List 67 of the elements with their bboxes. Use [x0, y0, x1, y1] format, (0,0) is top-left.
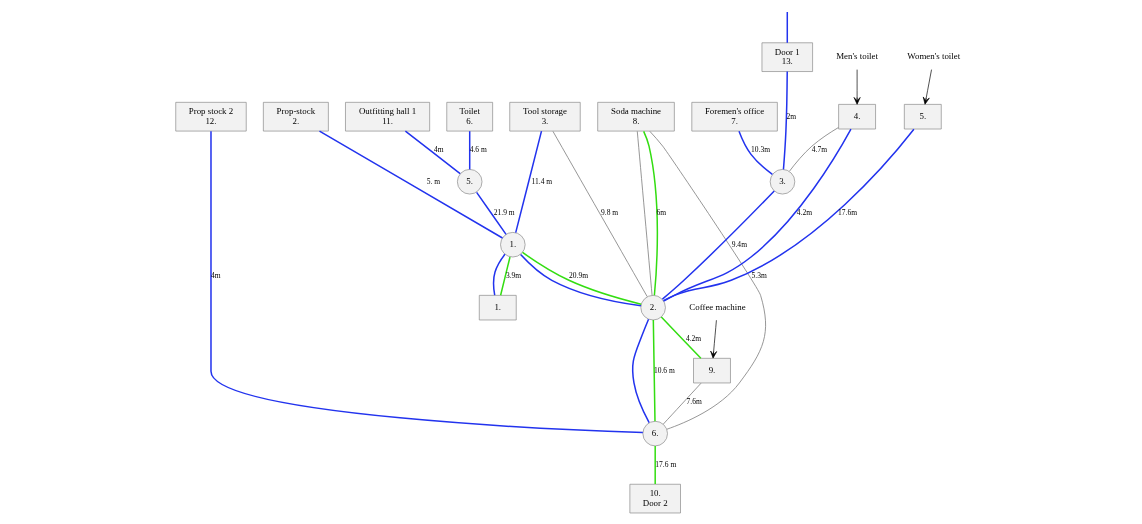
edge-label: 2m: [786, 111, 797, 121]
edge-label: 4m: [434, 145, 444, 155]
connector: [642, 130, 659, 297]
edge-label: 10.3m: [751, 145, 771, 155]
edge-label: 7.6m: [686, 397, 702, 407]
node-box: Outfitting hall 1 11.: [345, 102, 430, 132]
edge-label: 20.9m: [569, 271, 589, 281]
connector: [652, 319, 656, 422]
connector: [654, 445, 656, 485]
node-text: Coffee machine: [689, 301, 746, 312]
edge-label: 4.2m: [796, 208, 813, 218]
connector: [662, 128, 915, 302]
edge-label: 4.2m: [685, 334, 702, 344]
node-box: Door 1 13.: [761, 42, 813, 72]
connector: [661, 190, 775, 300]
arrow: [922, 69, 932, 105]
node-circle: 6.: [642, 420, 668, 447]
connector: [468, 130, 471, 171]
edge-label: 11.4 m: [531, 176, 553, 186]
edge-label: 17.6 m: [655, 460, 677, 469]
node-box: 4.: [838, 104, 876, 130]
edge-label: 21.9 m: [493, 208, 515, 218]
connector: [475, 191, 507, 236]
edge-label: 3.9m: [505, 271, 522, 281]
node-box: 5.: [904, 104, 942, 130]
node-box: Tool storage 3.: [509, 102, 581, 132]
connector: [210, 130, 644, 434]
arrow: [853, 69, 861, 105]
connector: [631, 318, 650, 424]
edge-label: 5.3m: [751, 271, 767, 281]
edge-label: 17.6m: [838, 208, 858, 218]
node-box: 10. Door 2: [629, 483, 681, 514]
node-box: Prop stock 2 12.: [175, 102, 247, 132]
connector: [514, 130, 543, 234]
edge-label: 4.6 m: [469, 145, 487, 155]
node-circle: 1.: [500, 232, 526, 258]
node-box: 1.: [478, 295, 517, 321]
connector: [789, 127, 839, 172]
connector: [660, 316, 702, 360]
edge-label: 9.4m: [731, 239, 747, 249]
node-box: 9.: [693, 357, 731, 384]
node-text: Men's toilet: [836, 51, 878, 62]
connector: [492, 253, 506, 296]
connector: [404, 130, 461, 175]
edge-label: 10.6 m: [653, 365, 675, 375]
connector: [499, 256, 511, 296]
edge-label: 5. m: [426, 176, 441, 186]
node-circle: 3.: [769, 169, 796, 195]
edge-label: 9.8 m: [601, 208, 619, 218]
connector: [662, 382, 702, 425]
node-box: Soda machine 8.: [597, 102, 675, 132]
node-circle: 5.: [457, 169, 483, 195]
node-text: Women's toilet: [907, 51, 961, 62]
connector: [552, 130, 648, 298]
node-box: Prop-stock 2.: [263, 102, 329, 132]
connector: [662, 128, 852, 302]
arrow: [710, 319, 718, 359]
connector: [318, 130, 504, 239]
connector: [649, 130, 766, 430]
edge-label: 4.7m: [811, 145, 828, 155]
node-box: Toilet 6.: [446, 102, 493, 132]
connector: [786, 11, 789, 44]
connector: [636, 130, 653, 296]
node-box: Foremen's office 7.: [691, 102, 778, 132]
connector: [738, 130, 774, 176]
node-circle: 2.: [640, 295, 666, 321]
connector: [782, 70, 788, 171]
